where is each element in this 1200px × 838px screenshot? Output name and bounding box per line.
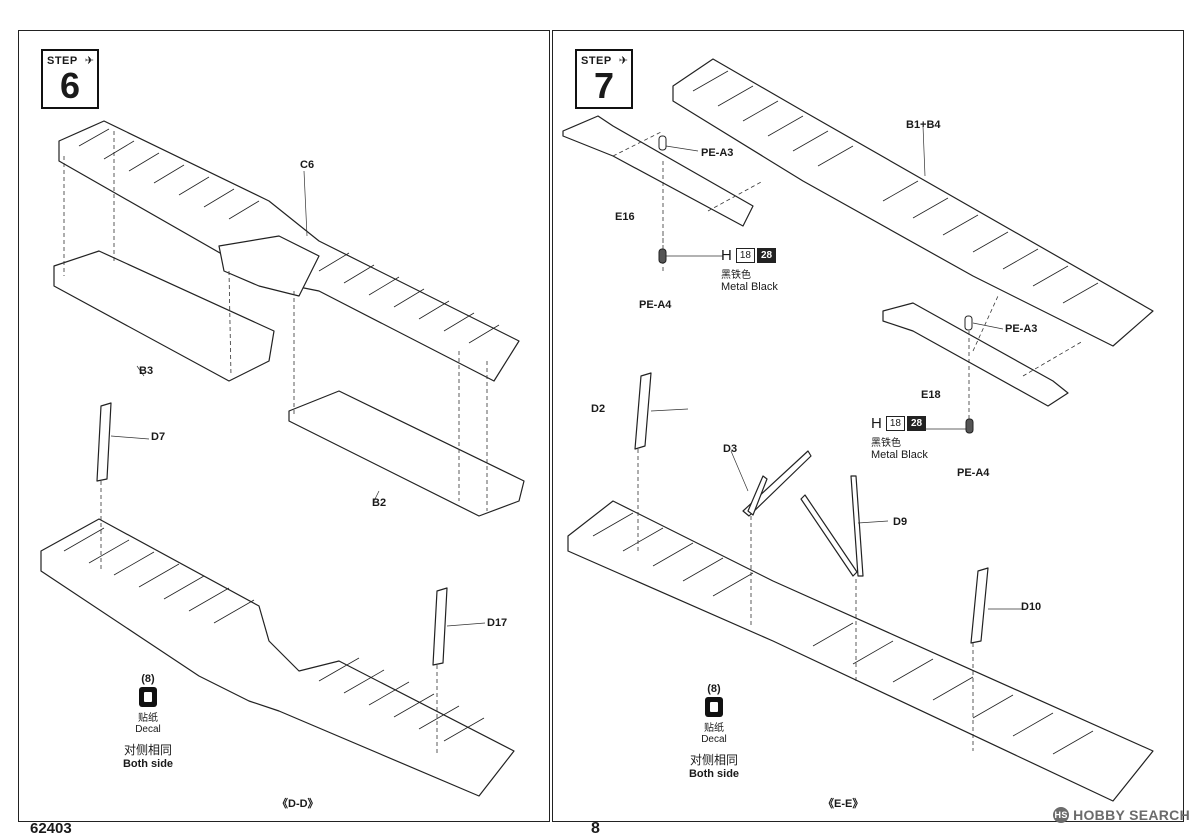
paint-code: 18 (735, 248, 755, 263)
step-6-assembly-drawing (40, 120, 525, 797)
part-label-pe-a3-top: PE-A3 (701, 147, 734, 159)
both-side-cn: 对侧相同 (123, 743, 172, 757)
both-side-en: Both side (122, 758, 174, 770)
paint-callout-top: H 18 28 黑铁色 Metal Black (721, 247, 778, 293)
decal-icon (139, 687, 157, 707)
part-label-b1-b4: B1+B4 (906, 119, 941, 131)
step-7-panel: STEP ✈ 7 (552, 30, 1184, 822)
wing-part-b2 (288, 390, 525, 517)
part-label-d9: D9 (893, 516, 908, 528)
part-label-b2: B2 (372, 497, 387, 509)
strut-d17 (432, 587, 448, 666)
paint-name-en: Metal Black (871, 449, 928, 461)
paint-code: 18 (885, 416, 905, 431)
view-label: 《D-D》 (277, 798, 319, 810)
lower-wing (40, 518, 515, 797)
step-6-panel: STEP ✈ 6 (18, 30, 550, 822)
document-code: 62403 (30, 820, 72, 837)
pe-a3-top-part (658, 135, 667, 151)
upper-wing-b1-b4 (672, 58, 1154, 347)
paint-name-cn: 黑铁色 (871, 438, 901, 449)
wing-part-b3 (53, 250, 275, 382)
part-label-b3: B3 (139, 365, 154, 377)
airplane-icon: ✈ (84, 55, 94, 67)
part-label-d17: D17 (487, 617, 508, 629)
decal-number: (8) (141, 673, 155, 685)
aileron-e16 (562, 115, 754, 227)
paint-code-alt: 28 (906, 416, 927, 431)
step-word: STEP (581, 55, 612, 67)
strut-d2 (634, 372, 652, 450)
decal-callout: (8) 贴纸 Decal 对侧相同 Both side (113, 673, 183, 770)
step-6-badge: STEP ✈ 6 (41, 49, 101, 111)
paint-callout-bottom: H 18 28 黑铁色 Metal Black (871, 415, 928, 461)
paint-name-cn: 黑铁色 (721, 270, 751, 281)
pe-a4-bottom-part (965, 418, 974, 434)
watermark-text: HOBBY SEARCH (1073, 807, 1190, 823)
part-label-e16: E16 (615, 211, 635, 223)
view-label: 《E-E》 (823, 798, 864, 810)
step-number: 6 (59, 65, 81, 106)
decal-label-en: Decal (135, 724, 161, 735)
step-7-badge: STEP ✈ 7 (575, 49, 635, 111)
aileron-e18 (882, 302, 1069, 407)
paint-series: H (871, 415, 882, 432)
step-number: 7 (593, 65, 615, 106)
decal-icon (705, 697, 723, 717)
part-label-pe-a4-bottom: PE-A4 (957, 467, 990, 479)
part-label-d3: D3 (723, 443, 738, 455)
part-label-d10: D10 (1021, 601, 1042, 613)
decal-label-cn: 贴纸 (704, 723, 724, 734)
airplane-icon: ✈ (618, 55, 628, 67)
lower-wing (567, 500, 1154, 802)
paint-series: H (721, 247, 732, 264)
decal-label-cn: 贴纸 (138, 713, 158, 724)
watermark: HS HOBBY SEARCH (1053, 807, 1190, 823)
paint-code-alt: 28 (756, 248, 777, 263)
part-label-pe-a4-top: PE-A4 (639, 299, 672, 311)
part-label-pe-a3-bottom: PE-A3 (1005, 323, 1038, 335)
step-7-assembly-drawing (562, 58, 1154, 802)
decal-number: (8) (707, 683, 721, 695)
both-side-en: Both side (688, 768, 740, 780)
pe-a4-top-part (658, 248, 667, 264)
pe-a3-bottom-part (964, 315, 973, 331)
decal-callout: (8) 贴纸 Decal 对侧相同 Both side (679, 683, 749, 780)
paint-name-en: Metal Black (721, 281, 778, 293)
decal-label-en: Decal (701, 734, 727, 745)
strut-d10 (970, 567, 989, 644)
part-label-d2: D2 (591, 403, 606, 415)
part-label-d7: D7 (151, 431, 166, 443)
upper-wing-center-section (218, 235, 320, 297)
both-side-cn: 对侧相同 (689, 753, 738, 767)
part-label-c6: C6 (300, 159, 315, 171)
strut-d3 (742, 450, 812, 517)
strut-d7 (96, 402, 112, 482)
part-label-e18: E18 (921, 389, 941, 401)
strut-d9 (800, 494, 858, 577)
page-number: 8 (591, 820, 600, 837)
step-word: STEP (47, 55, 78, 67)
hobby-search-logo-icon: HS (1053, 807, 1070, 823)
